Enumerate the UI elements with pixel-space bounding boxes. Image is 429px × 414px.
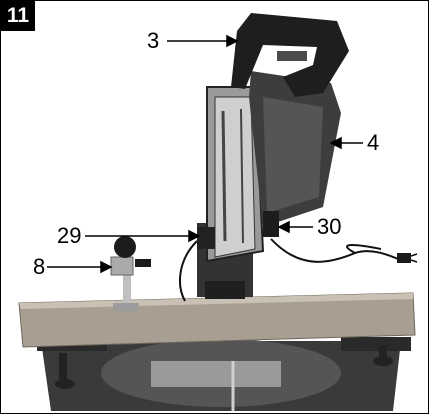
- callout-4: 4: [367, 130, 380, 155]
- power-plug: [397, 253, 411, 263]
- saw-blade: [214, 96, 256, 258]
- lock-knob: [263, 211, 279, 237]
- callout-30: 30: [317, 214, 342, 239]
- leader-4: [329, 136, 363, 150]
- clamp-post: [123, 263, 131, 311]
- callout-29: 29: [57, 223, 82, 248]
- handle: [231, 13, 349, 97]
- callout-3: 3: [147, 28, 160, 53]
- right-foot: [379, 346, 387, 362]
- clamp-knob: [114, 236, 136, 258]
- figure-number-badge: 11: [1, 1, 35, 31]
- leader-29: [85, 229, 201, 243]
- miter-scale: [151, 361, 281, 387]
- laser-unit: [197, 227, 215, 249]
- leader-3: [167, 34, 239, 48]
- leader-8: [47, 260, 113, 274]
- callout-8: 8: [33, 254, 46, 279]
- leader-30: [277, 220, 313, 234]
- power-cord: [270, 238, 404, 263]
- left-foot: [59, 353, 67, 383]
